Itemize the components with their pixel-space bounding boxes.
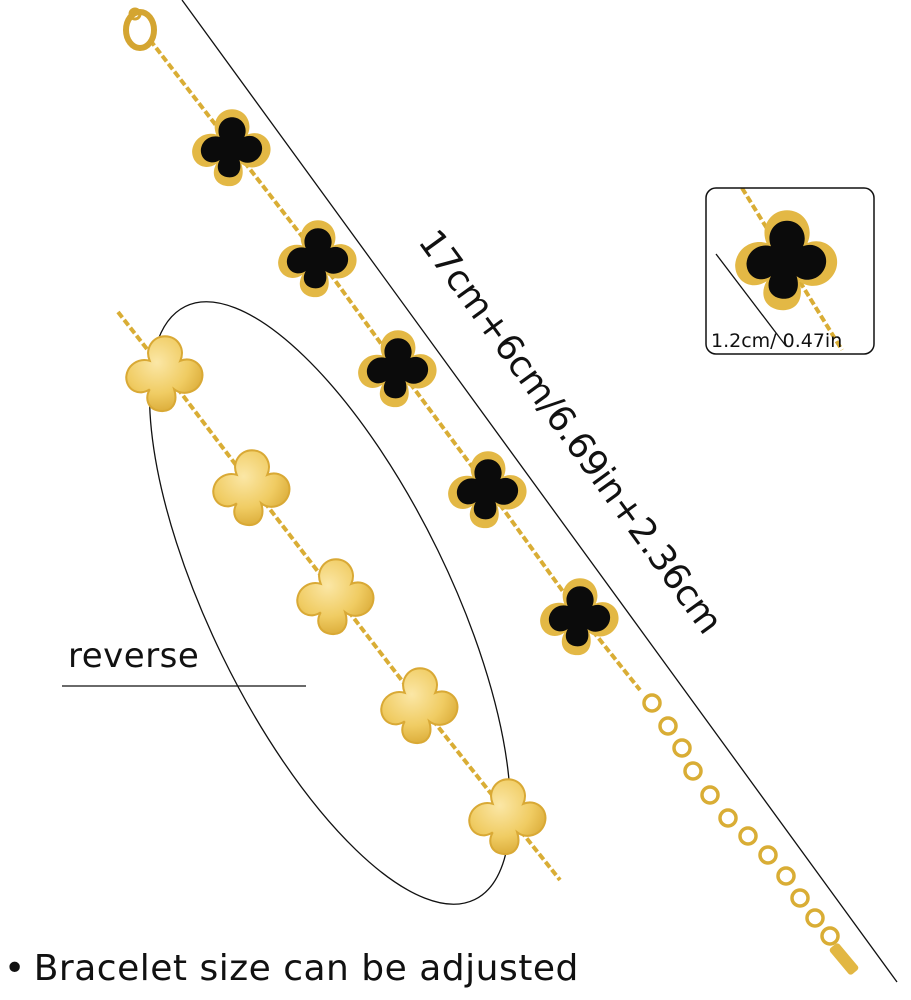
caption-text: Bracelet size can be adjusted (33, 948, 579, 989)
gold-clover-charm-icon (380, 667, 459, 745)
black-clover-charm-icon (448, 451, 527, 529)
black-clover-charm-icon (192, 109, 271, 187)
black-clover-charm-icon (735, 210, 838, 311)
reverse-outline (148, 301, 512, 905)
black-clover-charm-icon (540, 578, 619, 656)
front-bracelet (123, 7, 859, 975)
caption: •Bracelet size can be adjusted (4, 948, 579, 989)
detail-frame (705, 187, 875, 355)
end-tag (829, 943, 859, 975)
black-clover-charm-icon (358, 330, 437, 408)
gold-clover-charm-icon (212, 449, 291, 527)
gold-clover-charm-icon (468, 778, 547, 856)
lobster-clasp-icon (123, 7, 157, 51)
measurement-line (181, 0, 898, 983)
caption-bullet: • (4, 948, 26, 989)
extender-chain (642, 693, 840, 946)
charm-size-label: 1.2cm/ 0.47in (711, 330, 843, 352)
gold-clover-charm-icon (125, 335, 204, 413)
detail-inset (705, 187, 875, 355)
black-clover-charm-icon (278, 220, 357, 298)
reverse-bracelet (116, 310, 562, 882)
reverse-label: reverse (68, 636, 200, 676)
gold-clover-charm-icon (296, 558, 375, 636)
